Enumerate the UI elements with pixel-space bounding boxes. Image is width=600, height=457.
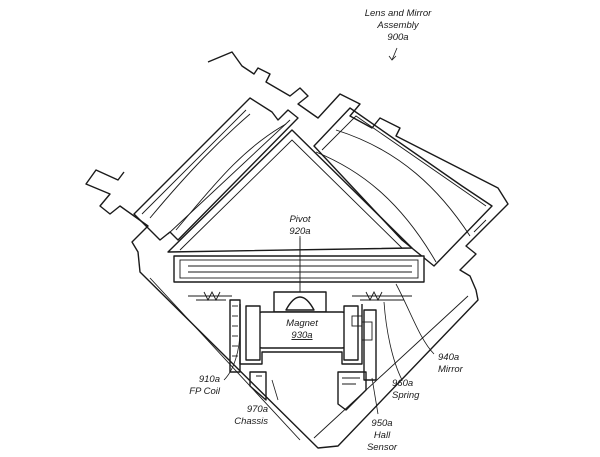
label-spring: 960a Spring [392, 378, 420, 401]
label-coil-name: FP Coil [189, 386, 221, 397]
mirror-plate [173, 255, 425, 283]
label-assembly-line2: Assembly [376, 20, 419, 31]
chassis-blocks [249, 371, 367, 411]
label-magnet: Magnet 930a [286, 318, 318, 341]
label-chassis-name: Chassis [234, 416, 268, 427]
label-coil: 910a FP Coil [189, 374, 221, 397]
label-mirror-name: Mirror [438, 364, 464, 375]
label-hall-sensor: 950a Hall Sensor [367, 418, 398, 453]
chassis-outline [85, 51, 509, 449]
label-chassis-number: 970a [247, 404, 268, 415]
label-hall-sensor-word: Sensor [367, 442, 398, 453]
hall-sensor [351, 309, 377, 381]
label-hall-name: Hall [374, 430, 391, 441]
left-lens [133, 97, 299, 241]
label-coil-number: 910a [199, 374, 220, 385]
label-pivot-name: Pivot [289, 214, 310, 225]
label-spring-name: Spring [392, 390, 420, 401]
label-mirror-number: 940a [438, 352, 459, 363]
magnet [239, 304, 373, 365]
label-mirror: 940a Mirror [438, 352, 464, 375]
label-hall-number: 950a [371, 418, 392, 429]
label-pivot-number: 920a [289, 226, 310, 237]
label-assembly-number: 900a [387, 32, 408, 43]
prism [167, 129, 413, 253]
label-pivot: Pivot 920a [289, 214, 310, 237]
leader-lines [223, 47, 435, 415]
label-assembly: Lens and Mirror Assembly 900a [365, 8, 432, 43]
label-magnet-name: Magnet [286, 318, 318, 329]
label-spring-number: 960a [392, 378, 413, 389]
label-magnet-number: 930a [291, 330, 312, 341]
right-lens [313, 107, 493, 267]
label-chassis: 970a Chassis [234, 404, 268, 427]
label-assembly-line1: Lens and Mirror [365, 8, 432, 19]
